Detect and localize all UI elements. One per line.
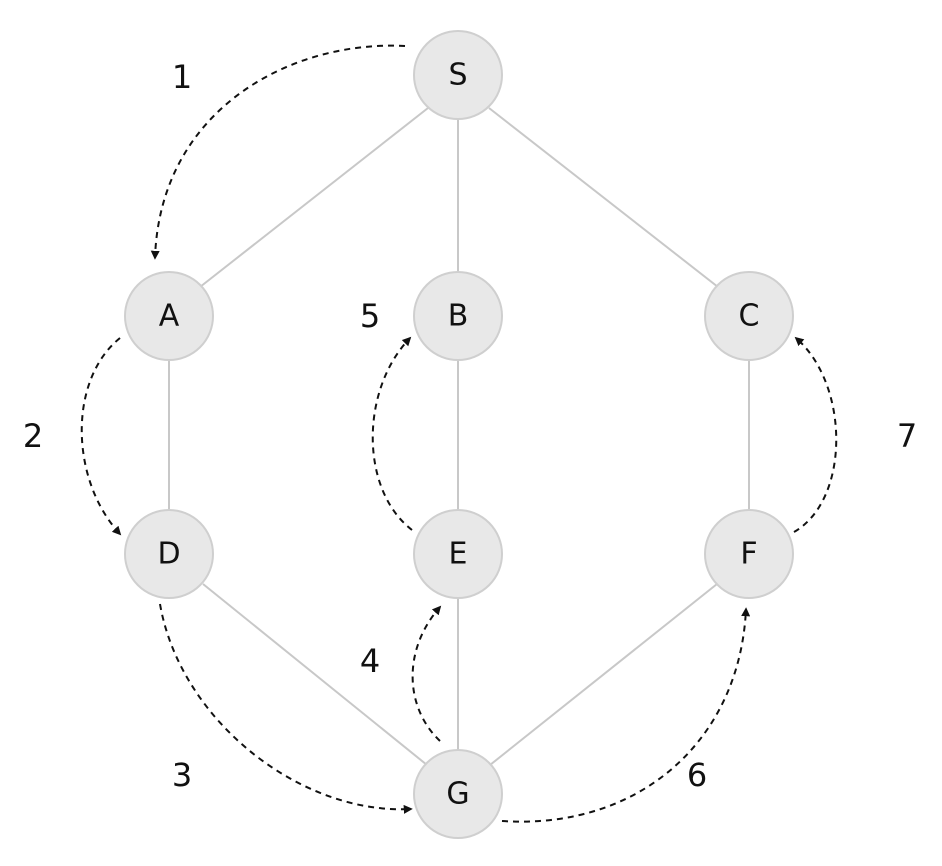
node-d-circle xyxy=(124,509,214,599)
node-c: C xyxy=(704,271,794,361)
node-d-label: D xyxy=(157,537,180,572)
traversal-arrow-2 xyxy=(80,337,122,536)
node-b: B xyxy=(413,271,503,361)
node-e: E xyxy=(413,509,503,599)
step-label-2: 2 xyxy=(23,417,43,455)
traversal-arrows xyxy=(80,44,838,823)
node-s-circle xyxy=(413,30,503,120)
node-c-circle xyxy=(704,271,794,361)
node-e-label: E xyxy=(449,537,468,572)
node-f-label: F xyxy=(740,537,757,572)
node-f-circle xyxy=(704,509,794,599)
step-label-5: 5 xyxy=(360,297,380,335)
edges xyxy=(168,107,750,766)
traversal-arrow-7 xyxy=(793,336,838,533)
edge-d-g xyxy=(202,583,428,766)
node-c-label: C xyxy=(739,299,760,334)
node-g-label: G xyxy=(446,777,469,812)
node-a-label: A xyxy=(159,299,180,334)
node-s-label: S xyxy=(448,58,467,93)
node-e-circle xyxy=(413,509,503,599)
node-a: A xyxy=(124,271,214,361)
traversal-arrow-3 xyxy=(159,603,413,814)
step-label-7: 7 xyxy=(897,417,917,455)
edge-s-c xyxy=(488,107,719,288)
traversal-arrow-4 xyxy=(411,605,442,742)
step-label-4: 4 xyxy=(360,642,380,680)
edge-f-g xyxy=(489,583,718,766)
node-b-circle xyxy=(413,271,503,361)
step-label-1: 1 xyxy=(172,58,192,96)
node-s: S xyxy=(413,30,503,120)
node-g-circle xyxy=(413,749,503,839)
node-g: G xyxy=(413,749,503,839)
traversal-arrow-6 xyxy=(501,607,751,823)
nodes: S A B C D E F G xyxy=(124,30,794,839)
traversal-arrow-5 xyxy=(371,336,413,531)
step-label-3: 3 xyxy=(172,756,192,794)
node-a-circle xyxy=(124,271,214,361)
edge-s-a xyxy=(199,107,429,288)
step-label-6: 6 xyxy=(687,756,707,794)
node-d: D xyxy=(124,509,214,599)
node-b-label: B xyxy=(448,299,469,334)
step-labels: 1 2 3 4 5 6 7 xyxy=(23,58,917,794)
node-f: F xyxy=(704,509,794,599)
traversal-arrow-1 xyxy=(150,44,406,260)
